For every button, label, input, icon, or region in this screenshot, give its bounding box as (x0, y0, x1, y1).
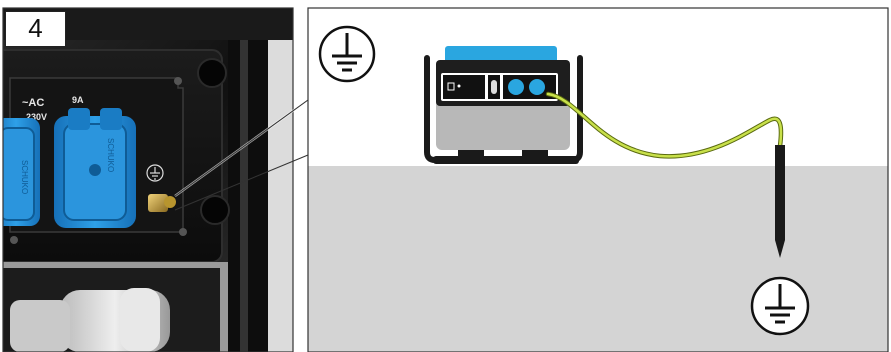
svg-text:SCHUKO: SCHUKO (106, 138, 115, 172)
step-number-badge: 4 (5, 11, 66, 47)
ground-symbol-icon (318, 25, 376, 83)
ground-rod (775, 145, 785, 258)
illustration-panel (307, 7, 889, 352)
ground-terminal (148, 194, 176, 212)
socket-icon: SCHUKO (3, 118, 40, 226)
ground-symbol-icon (146, 164, 164, 182)
outlet-icon (529, 79, 545, 95)
label-ac: ~AC (22, 97, 44, 109)
screw (174, 77, 182, 85)
outlet-icon (508, 79, 524, 95)
zoom-callout-line (174, 154, 309, 211)
screw (179, 228, 187, 236)
ground-symbol-icon (750, 276, 810, 336)
generator-illustration (424, 46, 583, 164)
svg-text:SCHUKO: SCHUKO (20, 160, 29, 194)
label-voltage: 230V (26, 112, 47, 122)
screw (10, 236, 18, 244)
socket-icon: SCHUKO (54, 108, 136, 228)
generator-photo: ~AC 230V 9A SCHUKO SCHUKO (3, 8, 293, 352)
label-current: 9A (72, 95, 84, 105)
